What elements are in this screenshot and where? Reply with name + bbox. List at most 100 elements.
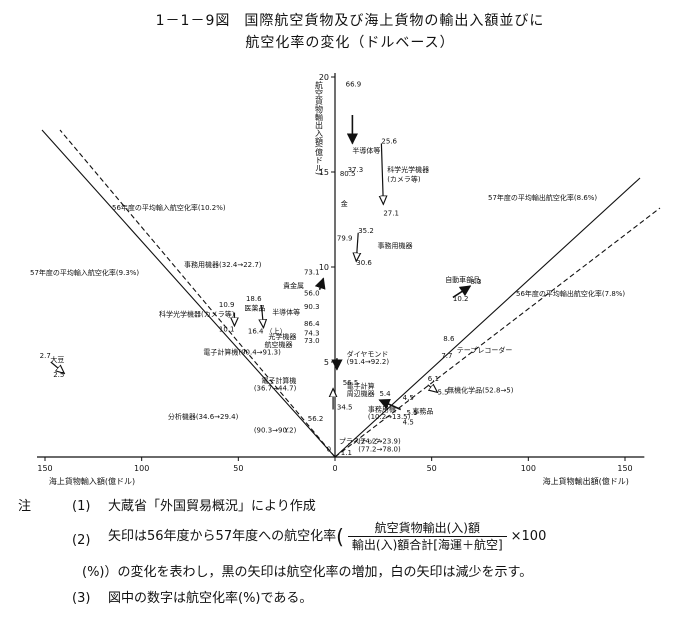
note-text: 大蔵省「外国貿易概況」により作成 [108, 499, 316, 514]
increase-arrow [378, 398, 402, 411]
note-index: (3) [72, 591, 91, 606]
note-2-line-2: (%)）の変化を表わし，黒の矢印は航空化率の増加，白の矢印は減少を示す。 [18, 560, 688, 586]
data-annotation: 18.6 [246, 295, 262, 303]
reference-line-label: 57年度の平均輸出航空化率(8.6%) [488, 193, 597, 202]
title-text-1: 国際航空貨物及び海上貨物の輸出入額並びに [244, 13, 545, 29]
data-annotation: 56.2 [308, 415, 324, 423]
x-tick-label-right: 50 [427, 464, 437, 473]
data-annotation: 周辺機器 [347, 389, 375, 398]
data-annotation: (36.7→44.7) [254, 385, 297, 393]
data-annotation: 大豆 [50, 355, 64, 364]
x-tick-label-left: 0 [332, 464, 337, 473]
data-annotation: 電子計算 [347, 382, 375, 391]
data-annotation: 27.1 [383, 210, 399, 218]
data-annotation: (24.2→23.9) [358, 438, 401, 446]
fraction-numerator: 航空貨物輸出(入)額 [347, 520, 507, 537]
data-annotation: 光学機器 [268, 332, 296, 341]
data-annotation: 10.2 [453, 295, 469, 303]
data-annotation: 0 [327, 445, 331, 453]
y-axis-label: 航空貨物輸出入額(億ドル) [315, 80, 324, 175]
note-3: (3) 図中の数字は航空化率(%)である。 [18, 586, 688, 612]
data-annotation: 電子計算機 [261, 376, 296, 385]
annotations-group: 66.9半導体等37.380.525.6科学光学機器(カメラ等)27.1金79.… [40, 81, 514, 458]
reference-line [334, 207, 661, 458]
data-annotation: ダイヤモンド [347, 349, 389, 358]
x-right-axis-label: 海上貨物輸出額(億ドル) [543, 476, 629, 486]
y-tick-label: 5 [324, 358, 329, 367]
data-annotation: (91.4→92.2) [347, 358, 390, 366]
y-tick-label: 15 [319, 168, 329, 177]
data-annotation: 科学光学機器(カメラ等) [159, 309, 235, 318]
data-annotation: 10.1 [219, 326, 235, 334]
decrease-arrow [427, 385, 438, 393]
reference-line-label: 56年度の平均輸出航空化率(7.8%) [516, 289, 625, 298]
note-2-text-after: ×100 [510, 529, 547, 544]
data-annotation: 80.5 [340, 170, 356, 178]
data-annotation: 25.6 [381, 138, 397, 146]
data-annotation: 30.6 [356, 259, 372, 267]
reference-line-label: 57年度の平均輸入航空化率(9.3%) [30, 268, 139, 277]
data-annotation: 5.5 [437, 388, 448, 396]
data-annotation: 66.9 [346, 81, 362, 89]
x-tick-label-left: 100 [134, 464, 149, 473]
arrows-group [50, 115, 472, 411]
data-annotation: 73.0 [304, 337, 320, 345]
data-annotation: 半導体等 [272, 308, 300, 317]
data-annotation: 56.5 [343, 379, 359, 387]
data-annotation: 事務用機 [368, 404, 396, 413]
note-1: 注 (1) 大蔵省「外国貿易概況」により作成 [18, 494, 688, 520]
data-annotation: 6.1 [428, 375, 439, 383]
data-annotation: 16.4 [248, 328, 264, 336]
data-annotation: 医薬品 [244, 304, 265, 313]
data-annotation: 37.3 [348, 166, 364, 174]
notes-block: 注 (1) 大蔵省「外国貿易概況」により作成 (2) 矢印は56年度から57年度… [18, 494, 688, 612]
data-annotation: 34.5 [337, 404, 353, 412]
data-annotation: 事務品 [412, 406, 433, 415]
data-annotation: (10.2→13.5) [368, 413, 411, 421]
decrease-arrow [262, 304, 264, 328]
decrease-arrow [356, 232, 358, 261]
note-label: 注 [18, 499, 32, 514]
data-annotation: 5.5 [407, 409, 418, 417]
data-annotation: 8.3 [470, 278, 481, 286]
decrease-arrow [381, 143, 383, 205]
reference-lines-group: 56年度の平均輸入航空化率(10.2%) 57年度の平均輸入航空化率(9.3%) 5… [30, 129, 661, 458]
note-text-line2: (%)）の変化を表わし，黒の矢印は航空化率の増加，白の矢印は減少を示す。 [82, 565, 533, 580]
data-annotation: 73.1 [304, 269, 320, 277]
y-tick-label: 20 [319, 73, 329, 82]
increase-arrow [452, 285, 472, 299]
data-annotation: 分析機器(34.6→29.4) [168, 412, 239, 421]
reference-line-label: 56年度の平均輸入航空化率(10.2%) [112, 203, 226, 212]
formula-fraction: 航空貨物輸出(入)額輸出(入)額合計[海運＋航空] [347, 520, 507, 553]
title-line-1: 1－1－9図国際航空貨物及び海上貨物の輸出入額並びに [0, 10, 700, 32]
y-tick-label: 10 [319, 263, 329, 272]
data-annotation: 事務用機器 [378, 241, 413, 250]
data-annotation: 7.7 [441, 352, 452, 360]
data-annotation: 金 [341, 199, 348, 208]
x-left-axis-label: 海上貨物輸入額(億ドル) [49, 476, 135, 486]
data-annotation: 事務用機器(32.4→22.7) [184, 260, 262, 269]
data-annotation: 90.3 [304, 303, 320, 311]
data-annotation: テープレコーダー [457, 346, 513, 355]
data-annotation: プラスチック [339, 438, 381, 446]
data-annotation: (77.2→78.0) [358, 445, 401, 453]
title-line-2: 航空化率の変化（ドルベース） [245, 35, 455, 51]
data-annotation: 1.1 [341, 449, 352, 457]
figure-title: 1－1－9図国際航空貨物及び海上貨物の輸出入額並びに 航空化率の変化（ドルベース… [0, 10, 700, 54]
reference-line [41, 129, 336, 458]
data-annotation: 貴金属 [283, 281, 304, 290]
data-annotation: 4.5 [403, 419, 414, 427]
note-2: (2) 矢印は56年度から57年度への航空化率(航空貨物輸出(入)額輸出(入)額… [18, 520, 688, 560]
note-2-formula: 矢印は56年度から57年度への航空化率(航空貨物輸出(入)額輸出(入)額合計[海… [108, 520, 546, 553]
increase-arrow [314, 277, 326, 291]
data-annotation: (カメラ等) [387, 175, 421, 184]
data-annotation: 科学光学機器 [387, 165, 429, 174]
data-annotation: 8.6 [443, 335, 455, 343]
x-tick-label-right: 150 [617, 464, 632, 473]
note-index: (2) [72, 533, 91, 548]
data-annotation: 74.3 [304, 329, 320, 337]
data-annotation: 35.2 [358, 227, 374, 235]
data-annotation: 2.7 [40, 352, 51, 360]
